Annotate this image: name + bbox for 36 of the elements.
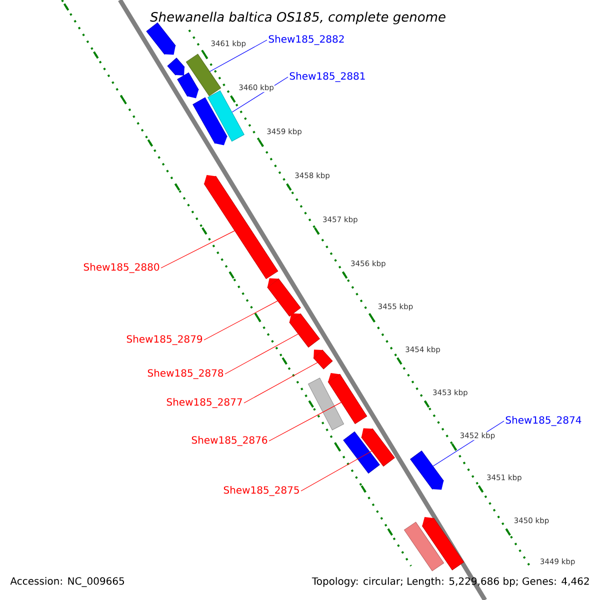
leader-line xyxy=(244,362,318,404)
gene-block xyxy=(422,517,464,570)
gene-block xyxy=(146,22,176,55)
leader-line xyxy=(204,300,278,340)
gene-label: Shew185_2874 xyxy=(506,416,582,426)
leader-line xyxy=(300,450,372,492)
gene-label: Shew185_2878 xyxy=(148,369,224,379)
gene-block xyxy=(328,373,368,424)
gene-block xyxy=(404,522,444,572)
gene-block xyxy=(410,450,444,490)
gene-label: Shew185_2876 xyxy=(192,436,268,446)
gene-block xyxy=(308,378,344,430)
leader-line xyxy=(224,334,298,374)
leader-line xyxy=(268,402,342,442)
gene-block xyxy=(186,54,222,96)
gene-block xyxy=(361,428,395,466)
footer-text: Accession: NC_009665 xyxy=(10,577,124,587)
gene-label: Shew185_2882 xyxy=(268,35,344,45)
leader-line xyxy=(210,40,268,72)
gene-block xyxy=(289,313,320,348)
gene-block xyxy=(208,90,244,142)
gene-block xyxy=(192,97,228,146)
gene-label: Shew185_2880 xyxy=(84,263,160,273)
title: Shewanella baltica OS185, complete genome xyxy=(150,12,446,24)
gene-block xyxy=(167,58,185,76)
gene-label: Shew185_2881 xyxy=(290,72,365,82)
gene-block xyxy=(267,278,301,316)
gene-block xyxy=(343,432,380,474)
gene-block xyxy=(177,72,199,98)
gene-label: Shew185_2879 xyxy=(126,335,202,345)
leader-line xyxy=(160,230,235,268)
gene-block xyxy=(204,175,278,280)
footer-text: Topology: circular; Length: 5,229,686 bp; Genes: 4,462 xyxy=(312,577,589,587)
gene-label: Shew185_2875 xyxy=(224,486,299,496)
gene-block xyxy=(313,350,333,370)
gene-label: Shew185_2877 xyxy=(166,398,242,408)
